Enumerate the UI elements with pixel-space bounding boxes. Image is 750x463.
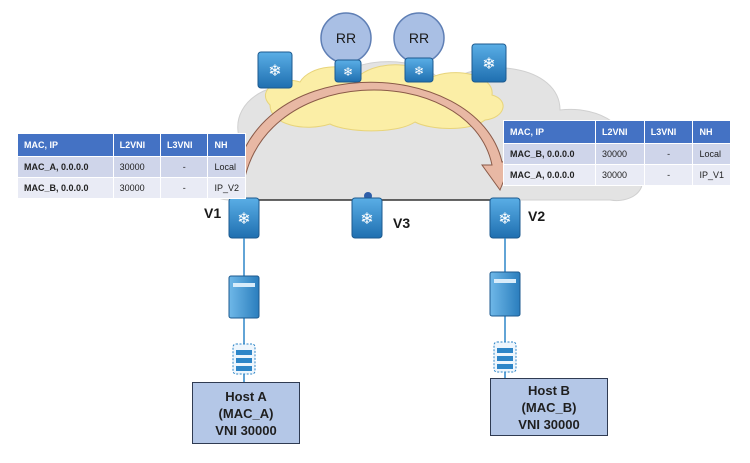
cell-mac-ip: MAC_A, 0.0.0.0 [17, 156, 114, 178]
mac-table-v2: MAC, IP L2VNI L3VNI NH MAC_B, 0.0.0.0 30… [502, 120, 731, 186]
table-row: MAC_A, 0.0.0.0 30000 - Local [17, 156, 246, 178]
mac-table-v1: MAC, IP L2VNI L3VNI NH MAC_A, 0.0.0.0 30… [17, 133, 246, 199]
host-a-mac: (MAC_A) [218, 405, 274, 421]
cell-l3vni: - [160, 177, 209, 199]
host-b-name: Host B [528, 382, 570, 398]
col-header-nh: NH [207, 133, 246, 157]
col-header-l3vni: L3VNI [643, 120, 694, 144]
svg-text:❄: ❄ [360, 211, 373, 228]
table-row: MAC_B, 0.0.0.0 30000 - Local [502, 143, 731, 165]
host-a-icon [232, 343, 256, 375]
svg-text:❄: ❄ [498, 211, 511, 228]
cell-l2vni: 30000 [112, 177, 162, 199]
cell-mac-ip: MAC_B, 0.0.0.0 [502, 143, 597, 165]
cell-l3vni: - [643, 164, 694, 186]
host-b-box: Host B (MAC_B) VNI 30000 [490, 378, 608, 436]
cell-mac-ip: MAC_B, 0.0.0.0 [17, 177, 114, 199]
cell-l2vni: 30000 [595, 164, 645, 186]
col-header-l2vni: L2VNI [595, 120, 645, 144]
spine-switch-icon: ❄ [257, 51, 293, 89]
col-header-mac-ip: MAC, IP [502, 120, 597, 144]
host-a-box: Host A (MAC_A) VNI 30000 [192, 382, 300, 444]
route-reflector-1: RR [320, 12, 372, 64]
vtep-v2-switch-icon: ❄ [489, 197, 521, 239]
table-row: MAC_A, 0.0.0.0 30000 - IP_V1 [502, 164, 731, 186]
route-reflector-2: RR [393, 12, 445, 64]
cell-l2vni: 30000 [112, 156, 162, 178]
svg-text:❄: ❄ [237, 211, 250, 228]
overlay-cloud [264, 64, 504, 132]
vtep-v3-switch-icon: ❄ [351, 192, 383, 239]
cell-l3vni: - [643, 143, 694, 165]
col-header-nh: NH [692, 120, 731, 144]
server-a-icon [228, 275, 260, 319]
host-a-name: Host A [225, 388, 267, 404]
vtep-v1-label: V1 [204, 205, 222, 221]
col-header-mac-ip: MAC, IP [17, 133, 114, 157]
spine-switch-icon: ❄ [404, 57, 434, 83]
vtep-v3-label: V3 [393, 215, 411, 231]
cell-nh: IP_V1 [692, 164, 731, 186]
cell-nh: Local [692, 143, 731, 165]
server-b-icon [489, 271, 521, 317]
host-a-vni: VNI 30000 [215, 422, 277, 438]
rr-label: RR [336, 30, 356, 46]
vtep-v2-label: V2 [528, 208, 546, 224]
svg-text:❄: ❄ [482, 56, 495, 73]
host-b-icon [493, 341, 517, 373]
vtep-v1-switch-icon: ❄ [228, 197, 260, 239]
spine-switch-icon: ❄ [471, 43, 507, 83]
rr-label: RR [409, 30, 429, 46]
svg-text:❄: ❄ [268, 63, 281, 80]
svg-text:❄: ❄ [343, 65, 353, 79]
host-b-vni: VNI 30000 [518, 416, 580, 432]
col-header-l3vni: L3VNI [160, 133, 209, 157]
svg-text:❄: ❄ [414, 64, 424, 78]
host-b-mac: (MAC_B) [521, 399, 577, 415]
table-row: MAC_B, 0.0.0.0 30000 - IP_V2 [17, 177, 246, 199]
cell-nh: IP_V2 [207, 177, 246, 199]
cell-l3vni: - [160, 156, 209, 178]
cell-mac-ip: MAC_A, 0.0.0.0 [502, 164, 597, 186]
col-header-l2vni: L2VNI [112, 133, 162, 157]
cell-nh: Local [207, 156, 246, 178]
cell-l2vni: 30000 [595, 143, 645, 165]
spine-switch-icon: ❄ [334, 59, 362, 83]
